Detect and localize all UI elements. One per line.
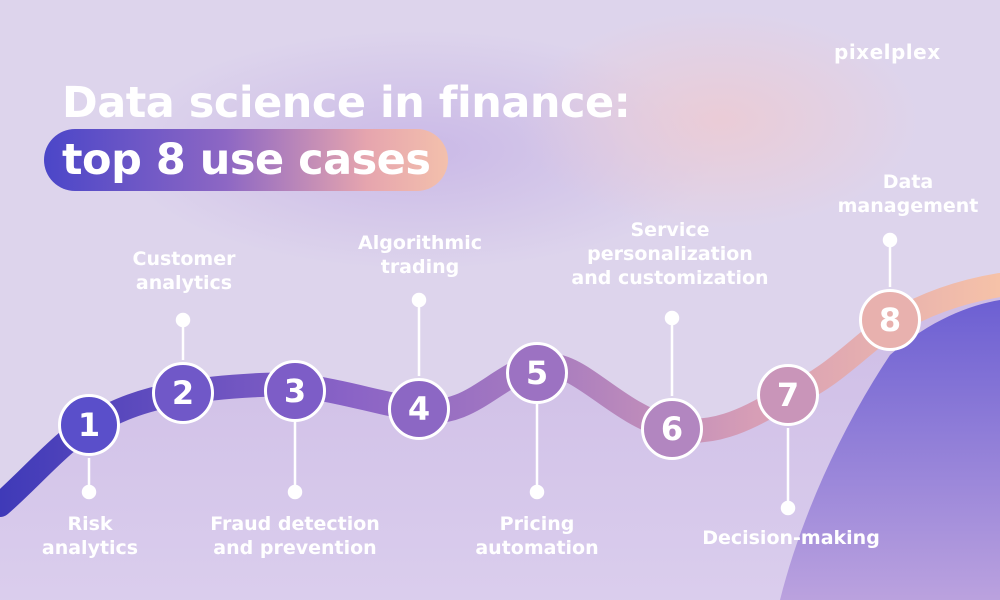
use-case-label-3: Fraud detection and prevention: [210, 513, 380, 559]
connector-dot: [529, 484, 545, 500]
use-case-node-8: 8: [859, 289, 921, 351]
use-case-label-7: Decision-making: [702, 527, 880, 549]
use-case-node-4: 4: [388, 378, 450, 440]
connector-dot: [411, 292, 427, 308]
use-case-node-3: 3: [264, 360, 326, 422]
connector-dot: [81, 484, 97, 500]
use-case-label-1: Risk analytics: [41, 513, 139, 559]
page-title: Data science in finance:: [62, 78, 631, 128]
use-case-label-2: Customer analytics: [132, 248, 236, 294]
use-case-node-5: 5: [506, 342, 568, 404]
connector-dot: [780, 500, 796, 516]
glow: [520, 10, 920, 230]
wave-area: [0, 285, 1000, 600]
connector-dot: [664, 310, 680, 326]
connector-dot: [882, 232, 898, 248]
use-case-label-6: Service personalization and customizatio…: [571, 219, 769, 289]
use-case-label-8: Data management: [837, 171, 979, 217]
page-subtitle: top 8 use cases: [62, 135, 431, 185]
title-highlight: [44, 129, 448, 191]
use-case-node-7: 7: [757, 364, 819, 426]
brand-logo: pixelplex: [834, 40, 941, 64]
wave-area-right: [780, 300, 1000, 600]
use-case-node-2: 2: [152, 362, 214, 424]
use-case-label-4: Algorithmic trading: [358, 232, 482, 278]
connector-dot: [287, 484, 303, 500]
connector-dot: [175, 312, 191, 328]
use-case-node-6: 6: [641, 398, 703, 460]
use-case-node-1: 1: [58, 394, 120, 456]
use-case-label-5: Pricing automation: [475, 513, 599, 559]
